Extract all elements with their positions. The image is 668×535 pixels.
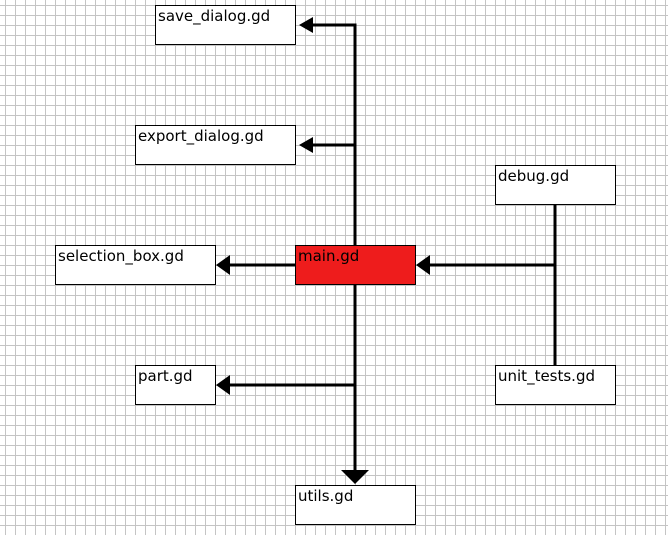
arrowhead-part — [216, 375, 230, 395]
arrowhead-selection-box — [216, 255, 230, 275]
node-main: main.gd — [295, 245, 416, 285]
arrowhead-utils — [341, 470, 369, 484]
arrowhead-save-dialog — [299, 17, 313, 33]
node-save-dialog: save_dialog.gd — [155, 5, 296, 45]
arrowhead-export-dialog — [299, 137, 313, 153]
node-utils: utils.gd — [295, 485, 416, 525]
arrowhead-main — [416, 255, 430, 275]
node-part: part.gd — [135, 365, 216, 405]
node-export-dialog: export_dialog.gd — [135, 125, 296, 165]
node-debug: debug.gd — [495, 165, 616, 205]
node-selection-box: selection_box.gd — [55, 245, 216, 285]
node-unit-tests: unit_tests.gd — [495, 365, 616, 405]
